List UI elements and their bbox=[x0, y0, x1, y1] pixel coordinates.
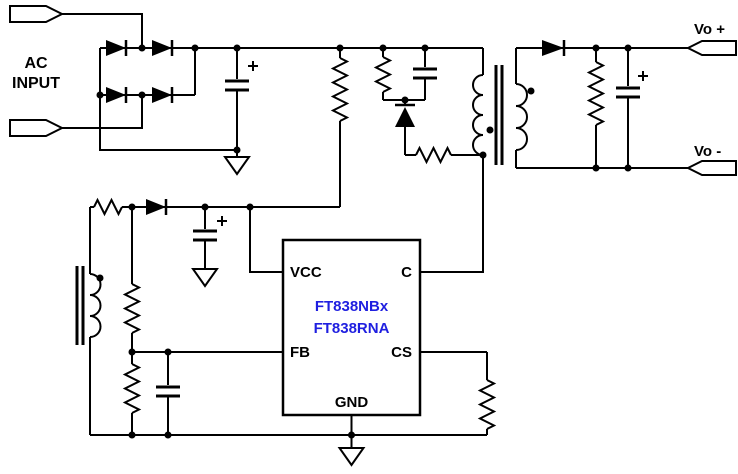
resistor bbox=[477, 379, 497, 430]
aux-diode-icon bbox=[146, 199, 168, 215]
ic-pin-c-label: C bbox=[401, 264, 412, 281]
resistor bbox=[373, 56, 393, 93]
input-terminal-icon bbox=[9, 5, 65, 23]
phase-dot bbox=[527, 87, 535, 95]
ic-pin-fb-label: FB bbox=[290, 344, 310, 361]
output-diode-icon bbox=[542, 40, 566, 56]
ic-ft838: VCC C FB CS GND FT838NBx FT838RNA bbox=[281, 238, 422, 417]
aux-transformer bbox=[75, 207, 104, 435]
feedback-capacitor bbox=[156, 352, 180, 435]
ac-input-terminal-top bbox=[9, 5, 143, 48]
polarity-plus-icon bbox=[638, 71, 648, 81]
resistor bbox=[415, 145, 452, 165]
resistor bbox=[586, 61, 606, 126]
ic-pin-gnd-label: GND bbox=[335, 394, 369, 411]
wire bbox=[62, 13, 143, 48]
main-transformer bbox=[420, 48, 535, 273]
junction-dots bbox=[96, 44, 632, 439]
ac-input-label-line1: AC bbox=[24, 55, 48, 72]
ic-pin-cs-label: CS bbox=[391, 344, 412, 361]
ic-part-number-2: FT838RNA bbox=[314, 320, 390, 337]
ground-icon bbox=[223, 150, 251, 176]
vo-minus-label: Vo - bbox=[694, 143, 721, 160]
ground-icon bbox=[191, 263, 219, 288]
output-terminal-icon bbox=[685, 160, 737, 176]
clamp-diode-icon bbox=[395, 100, 415, 155]
input-terminal-icon bbox=[9, 119, 65, 137]
diode-icon bbox=[106, 87, 128, 103]
wire bbox=[62, 95, 143, 129]
ground-rail bbox=[90, 415, 487, 467]
vcc-pin-wire bbox=[249, 207, 283, 273]
vcc-supply bbox=[90, 197, 340, 288]
ic-pin-vcc-label: VCC bbox=[290, 264, 322, 281]
startup-resistor bbox=[330, 48, 350, 207]
bulk-capacitor bbox=[225, 48, 258, 150]
resistor bbox=[122, 363, 142, 414]
ac-input-label-line2: INPUT bbox=[12, 75, 60, 92]
resistor bbox=[122, 283, 142, 334]
primary-winding bbox=[472, 74, 484, 156]
diode-icon bbox=[152, 87, 174, 103]
resistor bbox=[330, 57, 350, 122]
ic-body bbox=[281, 238, 422, 417]
diode-icon bbox=[152, 40, 174, 56]
secondary-winding bbox=[515, 83, 528, 151]
phase-dot bbox=[486, 126, 494, 134]
bridge-rectifier bbox=[99, 40, 483, 151]
ground-icon bbox=[337, 447, 366, 467]
ic-part-number-1: FT838NBx bbox=[315, 298, 389, 315]
aux-winding bbox=[89, 273, 102, 338]
output-terminal-icon bbox=[685, 40, 737, 56]
phase-dot bbox=[96, 274, 104, 282]
secondary-output: Vo + Vo - bbox=[516, 21, 737, 176]
vo-plus-label: Vo + bbox=[694, 21, 725, 38]
dc-return-wire bbox=[99, 95, 237, 151]
drain-wire bbox=[420, 155, 484, 273]
resistor bbox=[93, 197, 123, 217]
feedback-divider bbox=[122, 207, 283, 435]
snubber-clamp bbox=[373, 48, 483, 165]
vcc-capacitor bbox=[193, 207, 227, 263]
cs-sense-network bbox=[420, 351, 497, 435]
ac-input-terminal-bottom bbox=[9, 95, 143, 137]
polarity-plus-icon bbox=[217, 216, 227, 226]
polarity-plus-icon bbox=[248, 61, 258, 71]
diode-icon bbox=[106, 40, 128, 56]
